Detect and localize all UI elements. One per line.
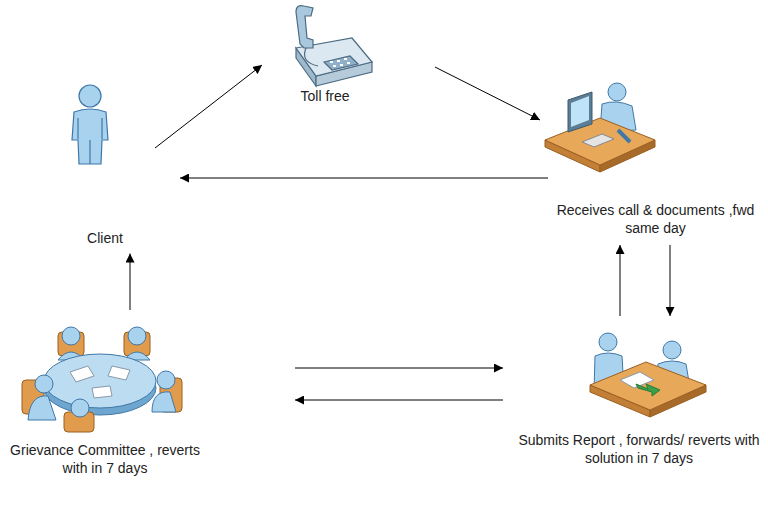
report-node: Submits Report , forwards/ reverts with … (515, 322, 763, 467)
flow-arrow (295, 400, 503, 401)
flow-arrow (155, 65, 262, 148)
committee-table-icon (22, 327, 182, 432)
flow-arrow (620, 245, 621, 316)
reception-desk-icon (545, 83, 655, 172)
client-node: Client (55, 80, 155, 248)
flow-arrow (435, 67, 540, 120)
reception-node: Receives call & documents ,fwd same day (548, 80, 763, 237)
flow-arrow (180, 178, 548, 179)
client-figure (72, 85, 108, 164)
flow-arrow (670, 245, 671, 316)
flow-arrow (130, 254, 131, 311)
node-caption: Toll free (272, 88, 378, 106)
flow-arrow (295, 368, 503, 369)
telephone-icon (296, 6, 372, 86)
node-caption: Client (57, 230, 153, 248)
node-caption: Grievance Committee , reverts with in 7 … (7, 442, 203, 477)
committee-node: Grievance Committee , reverts with in 7 … (5, 312, 205, 477)
phone-node: Toll free (270, 0, 380, 106)
node-caption: Receives call & documents ,fwd same day (550, 202, 761, 237)
node-caption: Submits Report , forwards/ reverts with … (517, 432, 761, 467)
report-desk-icon (590, 333, 706, 417)
